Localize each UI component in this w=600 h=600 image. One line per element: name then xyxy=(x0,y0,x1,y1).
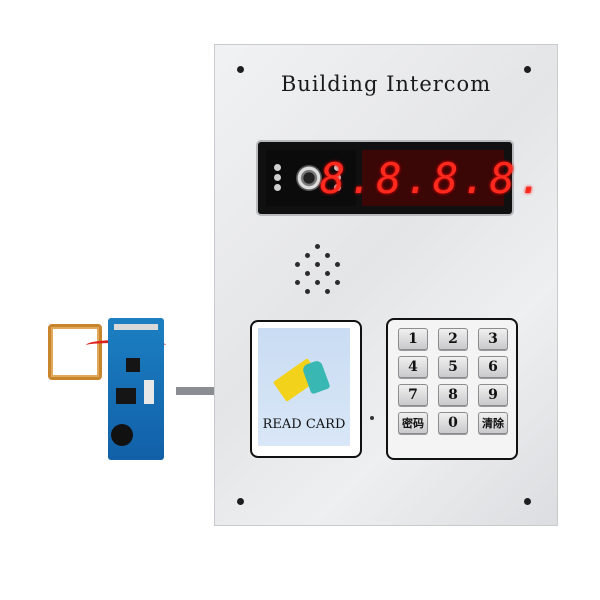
card-reader[interactable]: READ CARD xyxy=(250,320,362,458)
key-8[interactable]: 8 xyxy=(438,384,468,406)
rfid-antenna-coil xyxy=(48,324,102,380)
key-3[interactable]: 3 xyxy=(478,328,508,350)
speaker-grille-icon xyxy=(288,240,348,300)
card-reader-face: READ CARD xyxy=(258,328,350,446)
led-display: 8.8.8.8. xyxy=(320,150,543,206)
intercom-panel: Building Intercom 8.8.8.8. READ CARD xyxy=(214,44,558,526)
hand-icon xyxy=(301,359,331,395)
led-digits: 8.8.8.8. xyxy=(319,153,547,203)
indicator-dot xyxy=(370,416,374,420)
screw xyxy=(524,498,531,505)
camera-unit xyxy=(266,150,356,206)
display-bar: 8.8.8.8. xyxy=(258,142,543,214)
key-0[interactable]: 0 xyxy=(438,412,468,434)
rfid-reader-module xyxy=(108,318,164,460)
key-7[interactable]: 7 xyxy=(398,384,428,406)
key-2[interactable]: 2 xyxy=(438,328,468,350)
key-6[interactable]: 6 xyxy=(478,356,508,378)
key-4[interactable]: 4 xyxy=(398,356,428,378)
key-clear[interactable]: 清除 xyxy=(478,412,508,434)
key-9[interactable]: 9 xyxy=(478,384,508,406)
keypad: 1 2 3 4 5 6 7 8 9 密码 0 清除 xyxy=(386,318,518,460)
key-5[interactable]: 5 xyxy=(438,356,468,378)
read-card-label: READ CARD xyxy=(262,417,346,432)
key-1[interactable]: 1 xyxy=(398,328,428,350)
panel-title: Building Intercom xyxy=(280,72,492,96)
camera-lens-icon xyxy=(296,165,322,191)
buzzer xyxy=(111,424,133,446)
screw xyxy=(237,66,244,73)
key-password[interactable]: 密码 xyxy=(398,412,428,434)
screw xyxy=(524,66,531,73)
screw xyxy=(237,498,244,505)
